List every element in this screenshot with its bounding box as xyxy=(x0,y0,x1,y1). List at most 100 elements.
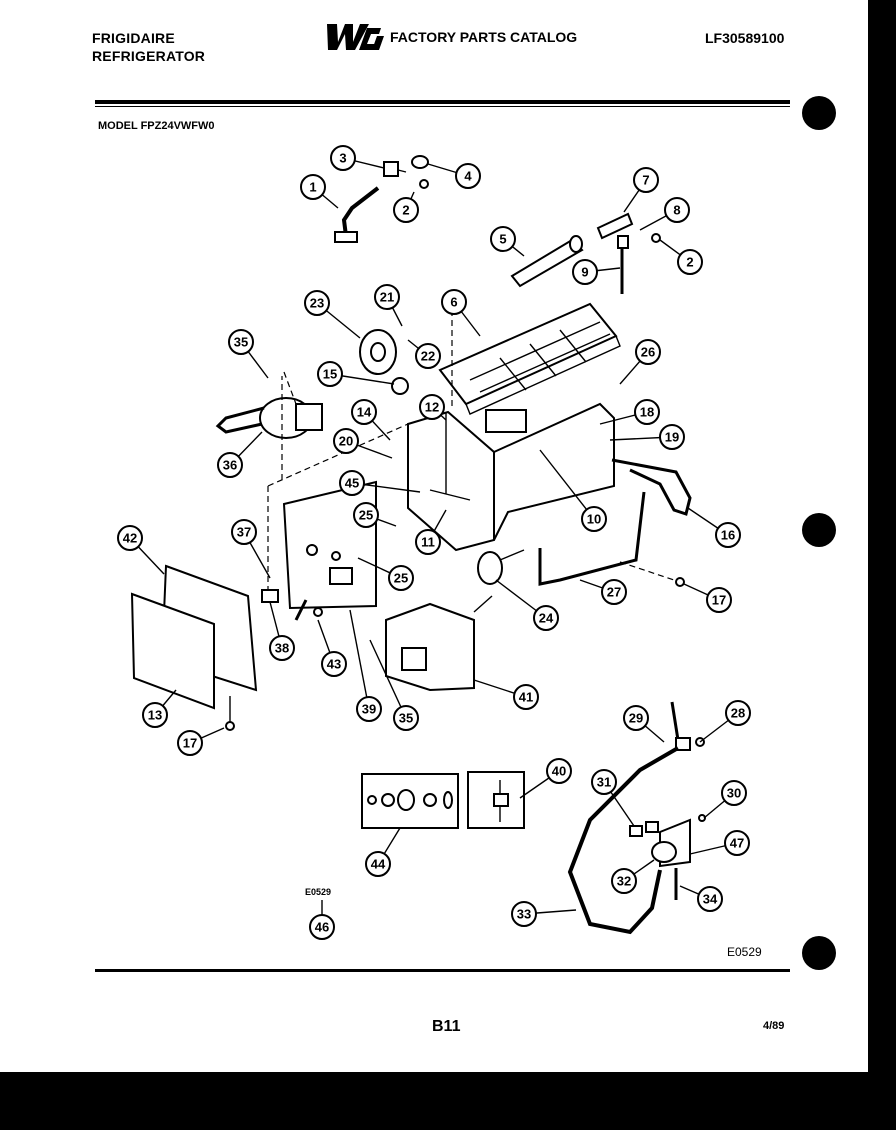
page-number: B11 xyxy=(432,1018,461,1035)
catalog-code: LF30589100 xyxy=(705,30,785,46)
callout-number: 23 xyxy=(310,296,324,311)
callout-11: 11 xyxy=(415,529,441,555)
callout-number: 21 xyxy=(380,290,394,305)
callout-22: 22 xyxy=(415,343,441,369)
leader-line xyxy=(539,449,595,520)
callout-39: 39 xyxy=(356,696,382,722)
callout-12: 12 xyxy=(419,394,445,420)
control-board-part xyxy=(282,480,377,610)
callout-number: 5 xyxy=(499,232,506,247)
bracket-part xyxy=(383,155,429,189)
callout-number: 29 xyxy=(629,711,643,726)
callout-26: 26 xyxy=(635,339,661,365)
callout-number: 17 xyxy=(183,736,197,751)
brand-name: FRIGIDAIRE xyxy=(92,30,175,46)
assembly-outline xyxy=(267,300,453,600)
callout-number: 33 xyxy=(517,907,531,922)
callout-number: 45 xyxy=(345,476,359,491)
switch-kit-part xyxy=(361,773,459,829)
wci-logo xyxy=(327,24,384,50)
callout-9: 9 xyxy=(572,259,598,285)
callout-number: 11 xyxy=(421,535,435,550)
callout-number: 22 xyxy=(421,349,435,364)
housing-part xyxy=(407,402,615,552)
callout-number: 17 xyxy=(712,593,726,608)
callout-number: 13 xyxy=(148,708,162,723)
wire-harness-part xyxy=(334,186,380,243)
top-rule xyxy=(95,100,790,104)
product-type: REFRIGERATOR xyxy=(92,48,206,64)
leader-line xyxy=(349,609,370,710)
callout-43: 43 xyxy=(321,651,347,677)
bracket-kit-part xyxy=(467,771,525,829)
callout-17: 17 xyxy=(706,587,732,613)
callout-29: 29 xyxy=(623,705,649,731)
callout-19: 19 xyxy=(659,424,685,450)
callout-number: 32 xyxy=(617,874,631,889)
callout-number: 31 xyxy=(597,775,611,790)
callout-16: 16 xyxy=(715,522,741,548)
callout-number: 7 xyxy=(642,173,649,188)
thermostat-part xyxy=(477,549,525,585)
catalog-title: FACTORY PARTS CATALOG xyxy=(390,29,578,45)
callout-number: 30 xyxy=(727,786,741,801)
callout-35: 35 xyxy=(228,329,254,355)
revision-date: 4/89 xyxy=(763,1020,785,1032)
callout-42: 42 xyxy=(117,525,143,551)
callout-35: 35 xyxy=(393,705,419,731)
callout-6: 6 xyxy=(441,289,467,315)
callout-number: 25 xyxy=(394,571,408,586)
callout-18: 18 xyxy=(634,399,660,425)
exploded-parts-diagram: 1234257892321635222615121814193620451016… xyxy=(117,145,751,940)
callout-number: 40 xyxy=(552,764,566,779)
power-module-part xyxy=(385,595,493,692)
callout-28: 28 xyxy=(725,700,751,726)
callout-31: 31 xyxy=(591,769,617,795)
callout-number: 42 xyxy=(123,531,137,546)
callout-37: 37 xyxy=(231,519,257,545)
catalog-page: FRIGIDAIRE REFRIGERATOR FACTORY PARTS CA… xyxy=(0,0,868,1072)
callout-number: 43 xyxy=(327,657,341,672)
callout-3: 3 xyxy=(330,145,356,171)
callout-number: 19 xyxy=(665,430,679,445)
model-number: MODEL FPZ24VWFW0 xyxy=(98,120,215,132)
callout-number: 27 xyxy=(607,585,621,600)
shaft-part xyxy=(510,235,584,288)
callout-40: 40 xyxy=(546,758,572,784)
callout-47: 47 xyxy=(724,830,750,856)
callout-number: 35 xyxy=(399,711,413,726)
gear-part xyxy=(359,329,409,395)
front-cover-part xyxy=(130,564,258,731)
callout-24: 24 xyxy=(533,605,559,631)
callout-5: 5 xyxy=(490,226,516,252)
ice-mold-part xyxy=(438,302,621,415)
callout-32: 32 xyxy=(611,868,637,894)
callout-number: 44 xyxy=(371,857,386,872)
callout-1: 1 xyxy=(300,174,326,200)
callout-44: 44 xyxy=(365,851,391,877)
callout-number: 46 xyxy=(315,920,329,935)
callout-number: 15 xyxy=(323,367,337,382)
callout-number: 12 xyxy=(425,400,439,415)
callout-25: 25 xyxy=(388,565,414,591)
callout-27: 27 xyxy=(601,579,627,605)
callout-20: 20 xyxy=(333,428,359,454)
callout-number: 34 xyxy=(703,892,718,907)
bottom-rule xyxy=(95,969,790,972)
callout-number: 1 xyxy=(309,180,316,195)
callout-number: 6 xyxy=(450,295,457,310)
callout-4: 4 xyxy=(455,163,481,189)
small-part-code: E0529 xyxy=(305,887,332,897)
callout-number: 35 xyxy=(234,335,248,350)
callout-number: 16 xyxy=(721,528,735,543)
callout-number: 10 xyxy=(587,512,601,527)
diagram-code: E0529 xyxy=(727,945,762,959)
callout-41: 41 xyxy=(513,684,539,710)
callout-10: 10 xyxy=(581,506,607,532)
feeler-arm-part xyxy=(611,458,692,516)
callout-number: 26 xyxy=(641,345,655,360)
callout-number: 36 xyxy=(223,458,237,473)
callout-30: 30 xyxy=(721,780,747,806)
callout-number: 9 xyxy=(581,265,588,280)
